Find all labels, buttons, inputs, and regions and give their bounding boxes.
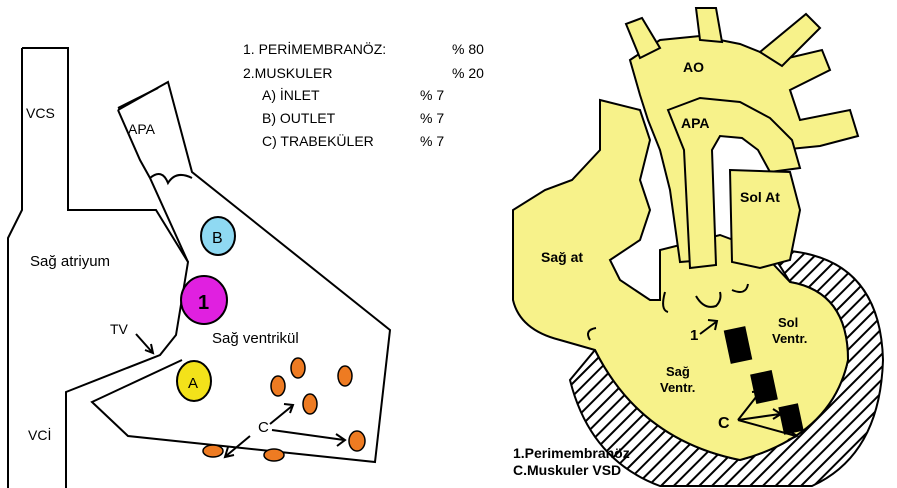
c-arrow-1 [270,404,293,424]
pa-valve-cusps [150,174,192,183]
right-diagram [513,8,883,486]
c-defect [291,358,305,378]
label-sol-at: Sol At [740,189,780,205]
label-ao: AO [683,59,704,75]
label-sag-ventr: Ventr. [660,380,695,395]
legend-name: C) TRABEKÜLER [262,132,374,149]
legend-name: 2.MUSKULER [243,65,332,81]
tv-arrow [136,334,153,353]
caption-line-2: C.Muskuler VSD [513,462,621,478]
legend-pct: % 7 [420,110,444,126]
c-defect [349,431,365,451]
label-c-right: C [718,415,730,432]
label-c-left: C [258,419,269,436]
label-vci: VCİ [28,426,51,443]
legend-pct: % 20 [452,65,484,81]
label-sag-atriyum: Sağ atriyum [30,253,110,270]
label-sag-at: Sağ at [541,249,583,265]
label-apa-left: APA [128,121,156,137]
label-sol-ventr: Ventr. [772,331,807,346]
aorta-branch [696,8,722,42]
label-sol-ventr: Sol [778,315,798,330]
label-one-right: 1 [690,327,698,344]
legend-pct: % 7 [420,133,444,149]
apa-top [118,88,158,108]
c-defect [303,394,317,414]
legend-pct: % 7 [420,87,444,103]
c-defect [338,366,352,386]
label-apa-right: APA [681,115,710,131]
legend-name: A) İNLET [262,86,320,103]
c-defect [264,449,284,461]
left-atrium [730,170,800,268]
c-defect [203,445,223,457]
label-a: A [188,375,198,392]
legend-pct: % 80 [452,41,484,57]
legend: 1. PERİMEMBRANÖZ: % 80 2.MUSKULER % 20 A… [243,40,484,149]
label-vcs: VCS [26,105,55,121]
legend-name: B) OUTLET [262,110,336,126]
legend-name: 1. PERİMEMBRANÖZ: [243,40,386,57]
c-arrow-3 [272,430,345,446]
label-tv: TV [110,321,129,337]
c-defect [271,376,285,396]
label-b: B [212,230,223,247]
label-one: 1 [198,292,209,314]
caption-line-1: 1.Perimembranöz [513,445,630,461]
label-sag-ventrikul: Sağ ventrikül [212,330,299,347]
label-sag-ventr: Sağ [666,364,690,379]
